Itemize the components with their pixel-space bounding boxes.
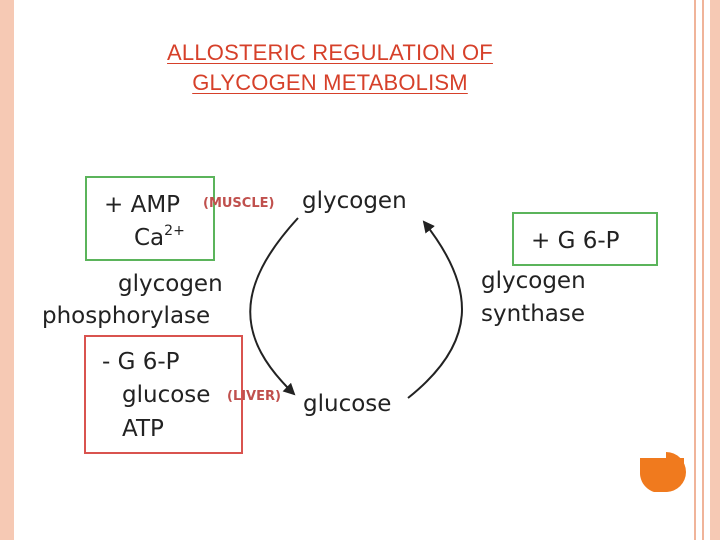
slide-left-border <box>0 0 14 540</box>
phosphorylase-label-line-1: glycogen <box>118 271 223 297</box>
title-line-1: ALLOSTERIC REGULATION OF <box>167 40 493 65</box>
synthase-label-line-1: glycogen <box>481 268 586 294</box>
phosphorylase-inhibitor-box <box>84 335 243 454</box>
calcium-activator-label: Ca2+ <box>134 223 185 251</box>
slide-right-rule <box>694 0 696 540</box>
phosphorylase-arrow <box>249 217 299 396</box>
g6p-inhibitor-label: - G 6-P <box>102 349 180 375</box>
slide-right-rule <box>702 0 704 540</box>
glucose-inhibitor-label: glucose <box>122 382 210 408</box>
g6p-synthase-activator-label: + G 6-P <box>531 228 620 254</box>
title-line-2: GLYCOGEN METABOLISM <box>192 70 468 95</box>
phosphorylase-label-line-2: phosphorylase <box>42 303 210 329</box>
synthase-label-line-2: synthase <box>481 301 585 327</box>
slide-right-border <box>710 0 720 540</box>
muscle-tissue-label: (MUSCLE) <box>203 196 274 211</box>
glucose-node-label: glucose <box>303 391 391 417</box>
synthase-arrow <box>407 220 463 399</box>
atp-inhibitor-label: ATP <box>122 416 164 442</box>
slide-title: ALLOSTERIC REGULATION OF GLYCOGEN METABO… <box>60 38 600 98</box>
synthase-activator-box <box>512 212 658 266</box>
amp-activator-label: + AMP <box>104 192 180 218</box>
phosphorylase-activator-box <box>85 176 215 261</box>
glycogen-node-label: glycogen <box>302 188 407 214</box>
corner-accent-shape <box>640 452 686 492</box>
liver-tissue-label: (LIVER) <box>227 389 281 404</box>
